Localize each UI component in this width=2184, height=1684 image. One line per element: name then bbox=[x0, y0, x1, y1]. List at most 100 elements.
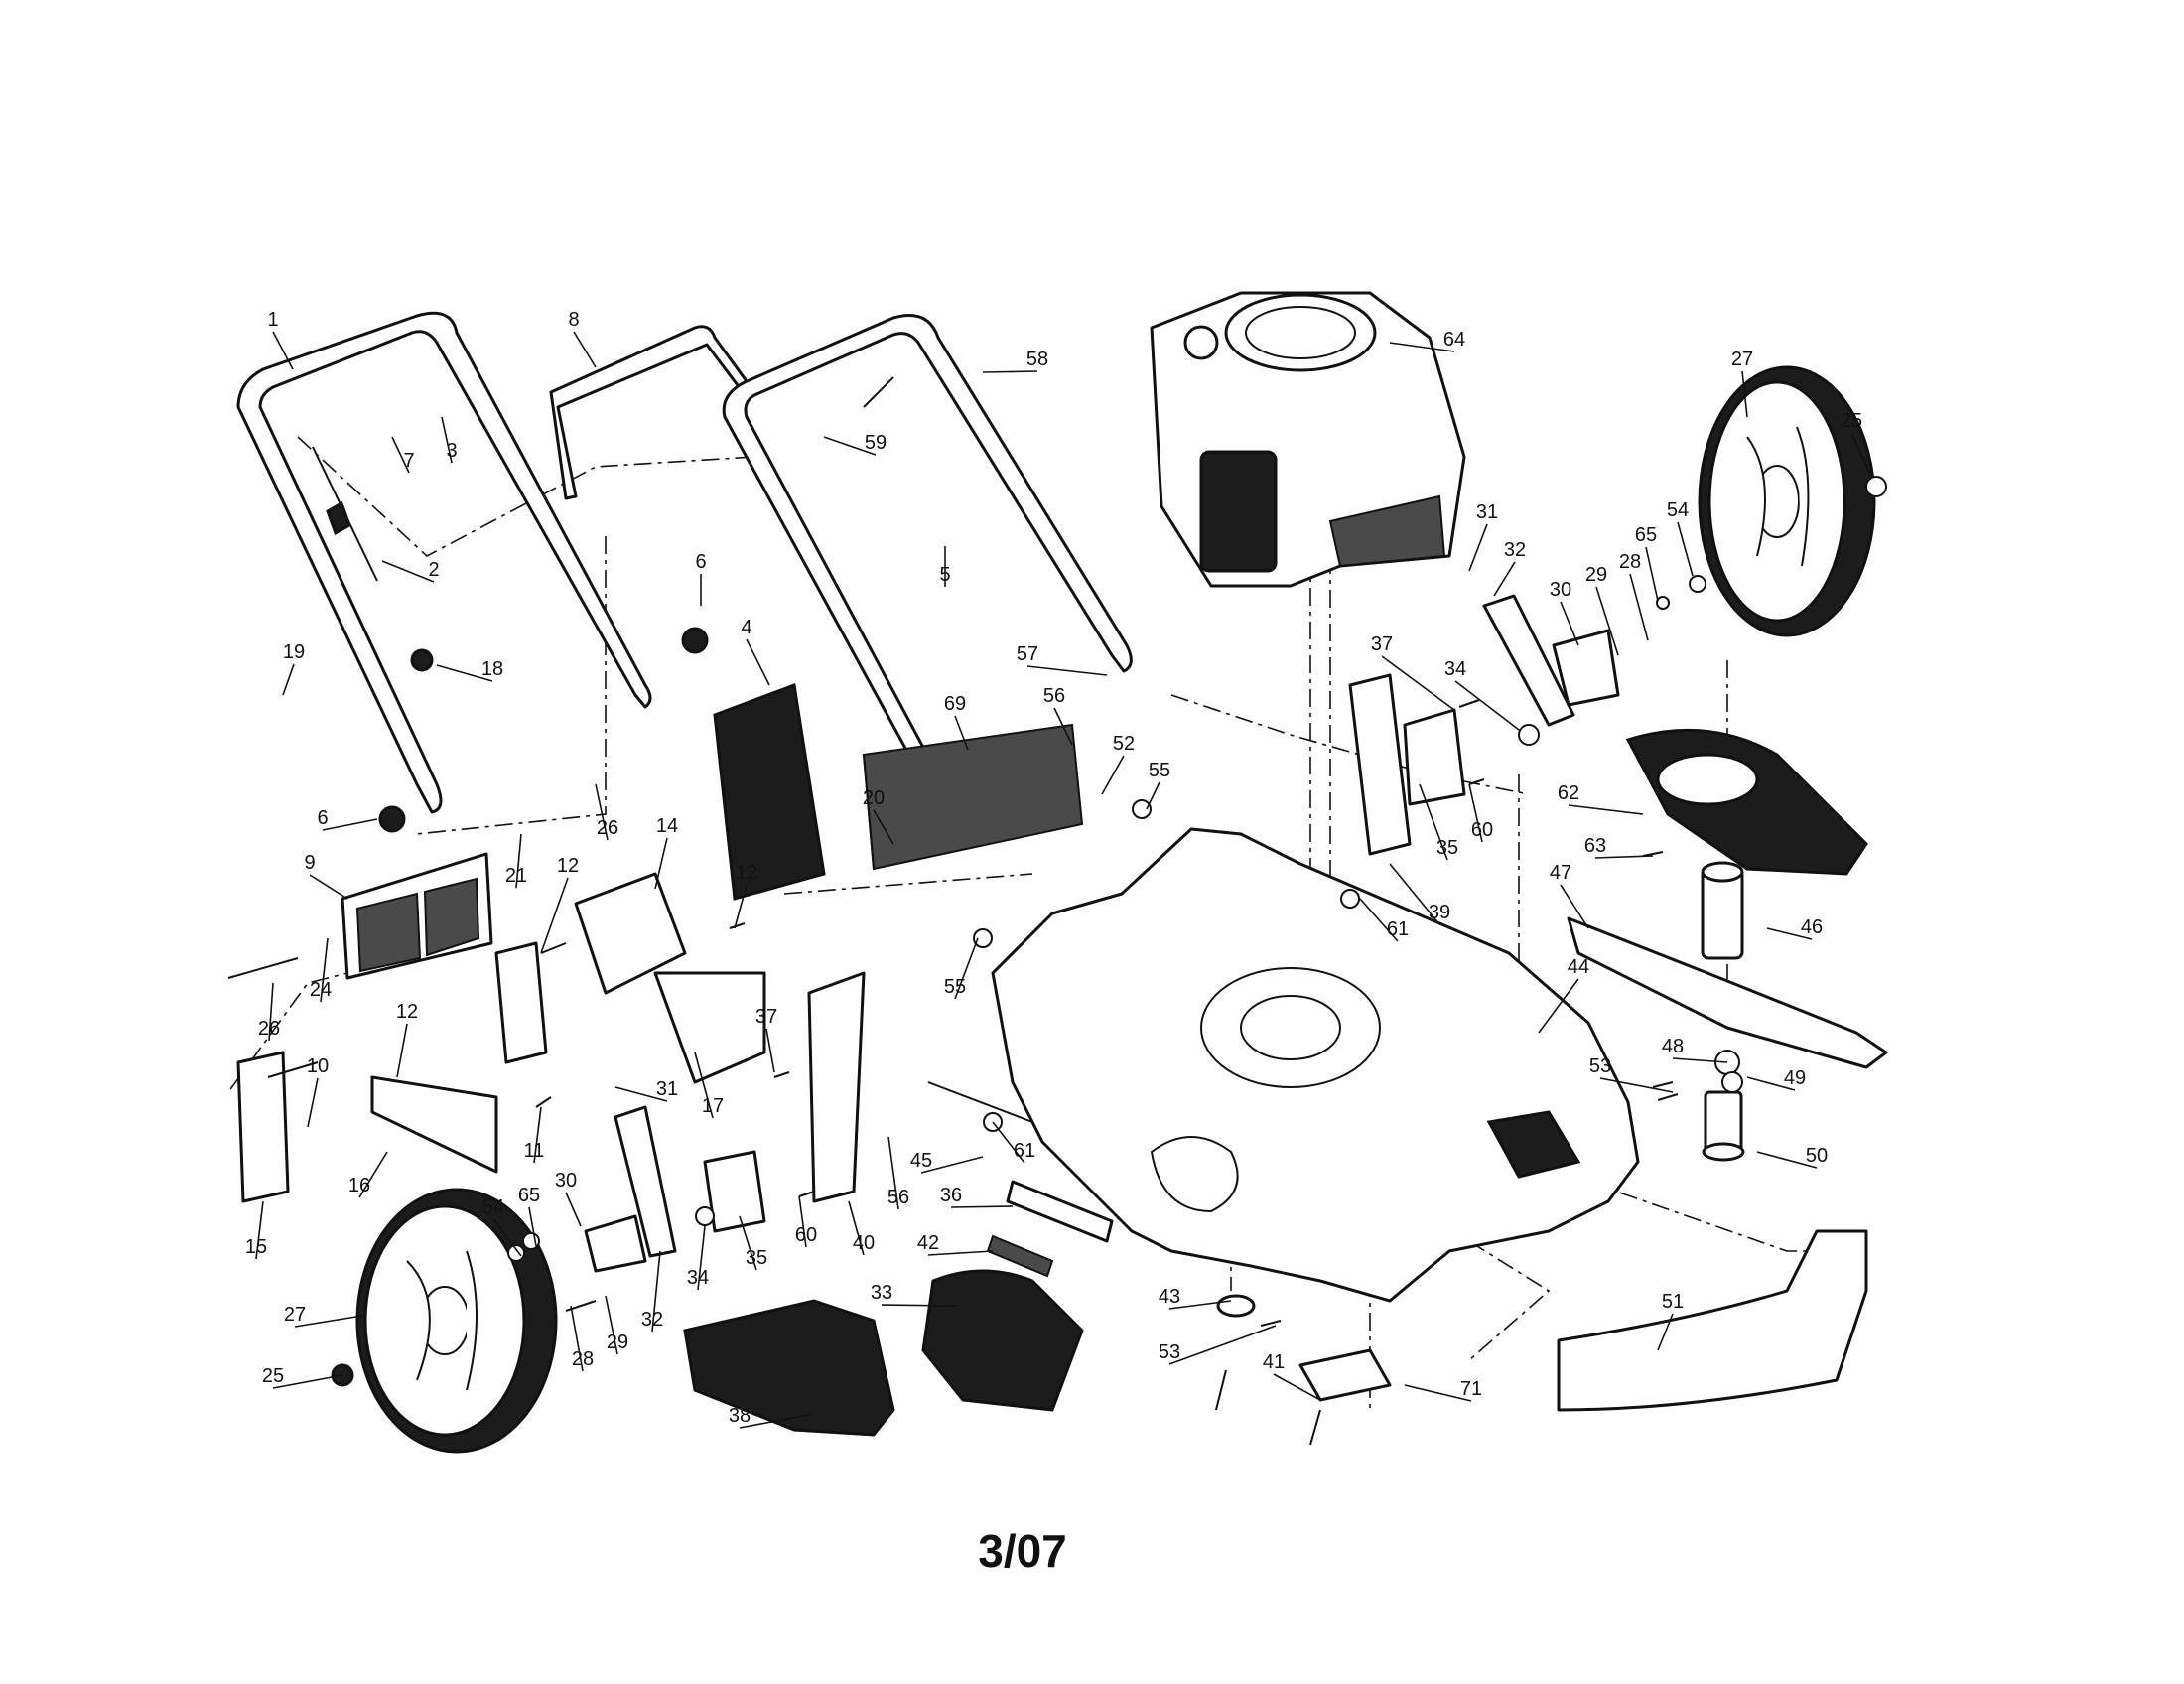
rear-flap bbox=[341, 852, 493, 980]
callout-28: 28 bbox=[572, 1348, 594, 1370]
callout-27: 27 bbox=[1731, 349, 1753, 370]
leader-line-32 bbox=[651, 1250, 661, 1333]
leader-line-3 bbox=[441, 416, 453, 464]
leader-line-12 bbox=[734, 884, 748, 929]
leader-line-24 bbox=[320, 937, 329, 1003]
leader-line-56 bbox=[1053, 707, 1073, 746]
callout-44: 44 bbox=[1568, 956, 1589, 978]
leader-line-36 bbox=[950, 1205, 1014, 1208]
callout-12: 12 bbox=[396, 1001, 418, 1023]
leader-line-54 bbox=[1677, 521, 1694, 577]
callout-51: 51 bbox=[1662, 1291, 1684, 1313]
callout-69: 69 bbox=[944, 693, 966, 715]
callout-30: 30 bbox=[555, 1170, 577, 1192]
leader-line-52 bbox=[1101, 755, 1125, 795]
callout-43: 43 bbox=[1159, 1286, 1180, 1308]
leader-line-39 bbox=[1389, 863, 1440, 925]
callout-3: 3 bbox=[446, 440, 457, 462]
leader-line-7 bbox=[391, 436, 410, 474]
callout-54: 54 bbox=[482, 1196, 504, 1218]
callout-55: 55 bbox=[944, 976, 966, 998]
callout-32: 32 bbox=[1504, 539, 1526, 561]
callout-52: 52 bbox=[1113, 733, 1135, 755]
leader-line-1 bbox=[272, 331, 294, 370]
leader-line-45 bbox=[920, 1156, 984, 1174]
callout-59: 59 bbox=[865, 432, 887, 454]
leader-line-41 bbox=[1273, 1373, 1321, 1401]
leader-line-40 bbox=[848, 1200, 865, 1256]
engine bbox=[1150, 291, 1466, 588]
callout-53: 53 bbox=[1589, 1055, 1611, 1077]
grass-bag-frame bbox=[713, 682, 826, 901]
mower-blade bbox=[1567, 916, 1888, 1069]
leader-line-60 bbox=[798, 1195, 807, 1248]
callout-50: 50 bbox=[1806, 1145, 1828, 1167]
leader-line-37 bbox=[1381, 655, 1455, 711]
callout-61: 61 bbox=[1387, 918, 1409, 940]
callout-61: 61 bbox=[1014, 1140, 1035, 1162]
leader-line-65 bbox=[528, 1206, 537, 1247]
leader-line-6 bbox=[322, 818, 378, 831]
callout-38: 38 bbox=[729, 1405, 751, 1427]
leader-line-34 bbox=[1454, 680, 1520, 731]
callout-18: 18 bbox=[481, 658, 503, 680]
callout-42: 42 bbox=[917, 1232, 939, 1254]
callout-7: 7 bbox=[403, 450, 414, 472]
callout-6: 6 bbox=[695, 551, 706, 573]
callout-19: 19 bbox=[283, 641, 305, 663]
leader-line-33 bbox=[881, 1304, 959, 1307]
callout-20: 20 bbox=[863, 787, 885, 809]
leader-line-25 bbox=[1850, 432, 1872, 478]
leader-line-31 bbox=[614, 1086, 668, 1102]
callout-36: 36 bbox=[940, 1185, 962, 1206]
callout-54: 54 bbox=[1667, 499, 1689, 521]
leader-line-29 bbox=[605, 1295, 618, 1355]
callout-leaders bbox=[255, 331, 1872, 1429]
callout-57: 57 bbox=[1017, 643, 1038, 665]
leader-line-28 bbox=[1629, 573, 1649, 641]
callout-45: 45 bbox=[910, 1150, 932, 1172]
callout-26: 26 bbox=[597, 817, 618, 839]
callout-31: 31 bbox=[656, 1078, 678, 1100]
leader-line-20 bbox=[873, 809, 894, 845]
leader-line-15 bbox=[255, 1200, 264, 1260]
callout-53: 53 bbox=[1159, 1341, 1180, 1363]
callout-2: 2 bbox=[428, 559, 439, 581]
height-adjust-brackets bbox=[236, 673, 1412, 1203]
callout-34: 34 bbox=[687, 1267, 709, 1289]
mulch-plug bbox=[862, 723, 1084, 871]
leader-line-38 bbox=[739, 1414, 810, 1429]
callout-56: 56 bbox=[887, 1187, 909, 1208]
callout-33: 33 bbox=[871, 1282, 892, 1304]
callout-60: 60 bbox=[795, 1224, 817, 1246]
leader-line-17 bbox=[694, 1052, 714, 1119]
wheel-adjusters bbox=[584, 594, 1620, 1273]
leader-line-30 bbox=[1560, 601, 1579, 646]
control-bar bbox=[549, 325, 756, 500]
leader-line-37 bbox=[765, 1028, 775, 1073]
leader-line-58 bbox=[982, 370, 1038, 373]
leader-line-46 bbox=[1766, 927, 1813, 940]
rear-baffle bbox=[1625, 728, 1868, 876]
leader-line-42 bbox=[927, 1250, 994, 1256]
callout-28: 28 bbox=[1619, 551, 1641, 573]
callout-41: 41 bbox=[1263, 1351, 1285, 1373]
leader-line-69 bbox=[954, 715, 969, 751]
leader-line-27 bbox=[294, 1315, 363, 1328]
leader-line-8 bbox=[573, 331, 597, 368]
callout-35: 35 bbox=[1436, 837, 1458, 859]
callout-8: 8 bbox=[568, 309, 579, 331]
callout-58: 58 bbox=[1026, 349, 1048, 370]
leader-line-32 bbox=[1493, 561, 1516, 597]
callout-63: 63 bbox=[1584, 835, 1606, 857]
leader-line-25 bbox=[272, 1374, 343, 1389]
callout-60: 60 bbox=[1471, 819, 1493, 841]
callout-47: 47 bbox=[1550, 862, 1571, 884]
callout-12: 12 bbox=[557, 855, 579, 877]
leader-line-59 bbox=[823, 436, 877, 456]
callout-15: 15 bbox=[245, 1236, 267, 1258]
leader-line-57 bbox=[1026, 665, 1108, 676]
callout-49: 49 bbox=[1784, 1067, 1806, 1089]
leader-line-10 bbox=[307, 1077, 319, 1128]
